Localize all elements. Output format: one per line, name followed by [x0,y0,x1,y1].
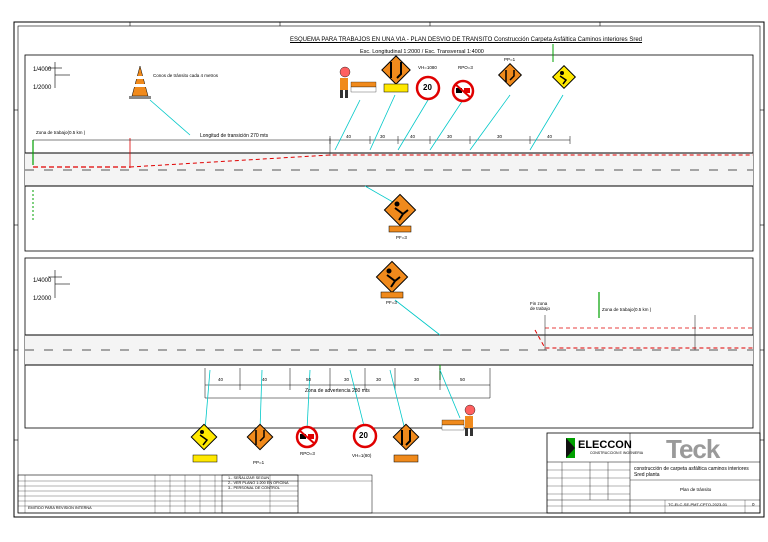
note-1: 2.- VER PLANO 1:200 EN OFICINA [228,481,289,485]
upper-speed-label: VH=1080 [418,65,437,70]
lower-dimension-ticks [204,368,491,398]
upper-leader-lines [149,94,564,206]
no-passing-sign-icon-lower [295,425,319,449]
lower-scale-top: 1/4000 [33,278,52,284]
flagger-icon [339,66,377,98]
lower-dist-0: 40 [218,377,224,382]
revision-row: EMITIDO PARA REVISION INTERNA [28,506,92,510]
upper-dist-1: 30 [380,134,386,139]
merge-sign-icon [497,62,523,88]
lower-detour-label: Zona de advertencia 280 mts [305,388,370,394]
traffic-cone-icon [129,65,151,99]
upper-sign-label-2: PP=1 [504,57,516,62]
upper-scale-bar [48,62,70,88]
revision-number: 0 [752,502,755,507]
upper-dist-5: 40 [547,134,553,139]
flagger-icon-lower [441,404,476,436]
lower-sign-label-2: VH=1(80) [352,453,372,458]
lower-dist-1: 40 [262,377,268,382]
lower-sign-label-1: RPO=3 [300,451,315,456]
lower-dist-6: 50 [460,377,466,382]
upper-bottom-sign-label: PF=3 [396,235,407,240]
sheet-name: Plan de tránsito [680,487,712,492]
lower-dist-5: 30 [414,377,420,382]
lane-closure-sign-icon [381,55,411,93]
speed-limit-sign-icon [415,75,441,101]
lower-dist-3: 30 [344,377,350,382]
lower-work-zone: Zona de trabajo(0.5 km ) [602,307,652,312]
upper-dimension-ticks [329,136,571,144]
lower-dist-4: 30 [376,377,382,382]
road-work-sign-icon-lower [375,260,409,299]
revision-table [17,474,299,514]
company-name: ELECCON [578,439,632,451]
upper-dist-2: 40 [410,134,416,139]
drawing-scale-note: Esc. Longitudinal 1:2000 / Esc. Transver… [360,49,484,55]
no-passing-sign-icon [451,79,475,103]
workers-sign-icon [551,64,577,90]
upper-dist-4: 30 [497,134,503,139]
note-2: 3.- PERSONAL DE CONTROL [228,486,280,490]
upper-scale-bottom: 1/2000 [33,85,52,91]
client-logo: Teck [666,434,720,464]
speed-sign-value: 20 [423,83,432,92]
company-sub: CONSTRUCCION E INGENIERIA [590,451,644,455]
cone-note: Conos de tránsito cada 4 metros [153,73,219,78]
lane-closure-sign-icon-lower [392,423,420,463]
project-name: construcción de carpeta asfáltica camino… [634,466,749,478]
upper-sign-label-1: RPO=3 [458,65,473,70]
upper-scale-top: 1/4000 [33,67,52,73]
upper-taper-line [129,154,753,168]
sheet-border [13,21,765,518]
lower-top-sign-label: PF=3 [386,300,397,305]
lower-scale-bottom: 1/2000 [33,296,52,302]
upper-dist-3: 30 [447,134,453,139]
speed-limit-sign-icon-lower [352,423,378,449]
note-0: 1.- SEÑALIZAR SEGUN [228,476,270,480]
speed-sign-value-lower: 20 [359,431,368,440]
lower-side-note: Fin zona de trabajo [530,301,551,311]
merge-sign-icon-lower [246,423,274,451]
lower-scale-bar [48,270,70,298]
lower-dist-2: 50 [306,377,312,382]
workers-sign-icon-lower [190,423,218,463]
upper-work-zone: Zona de trabajo(0.5 km ) [36,130,86,135]
road-work-sign-icon [383,193,417,233]
lower-leader-lines [204,299,461,431]
upper-taper-label: Longitud de transición 270 mts [200,133,269,139]
title-block [546,432,761,514]
drawing-number: TC-ELC-SE-PMT-CPTO-2023-01 [668,502,728,507]
drawing-title: ESQUEMA PARA TRABAJOS EN UNA VIA - PLAN … [290,37,643,43]
lower-sign-label-0: PP=1 [253,460,265,465]
upper-dist-0: 40 [346,134,352,139]
